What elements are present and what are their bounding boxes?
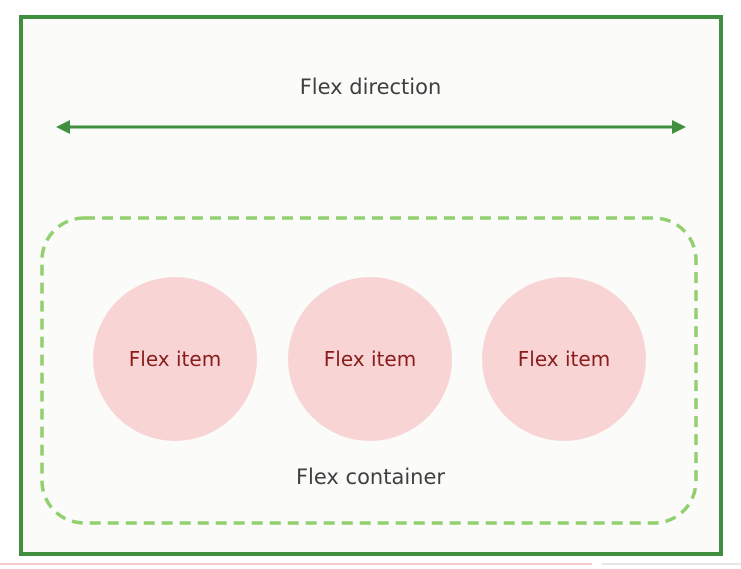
flex-item-3: Flex item [482, 277, 646, 441]
bottom-strip [0, 563, 592, 565]
flex-item-label: Flex item [323, 347, 417, 371]
flex-direction-label: Flex direction [299, 75, 442, 99]
flex-item-label: Flex item [128, 347, 222, 371]
flex-item-label: Flex item [517, 347, 611, 371]
flex-item-2: Flex item [288, 277, 452, 441]
flex-container-label: Flex container [295, 465, 446, 489]
flex-item-1: Flex item [93, 277, 257, 441]
bottom-strip-right [602, 563, 741, 565]
